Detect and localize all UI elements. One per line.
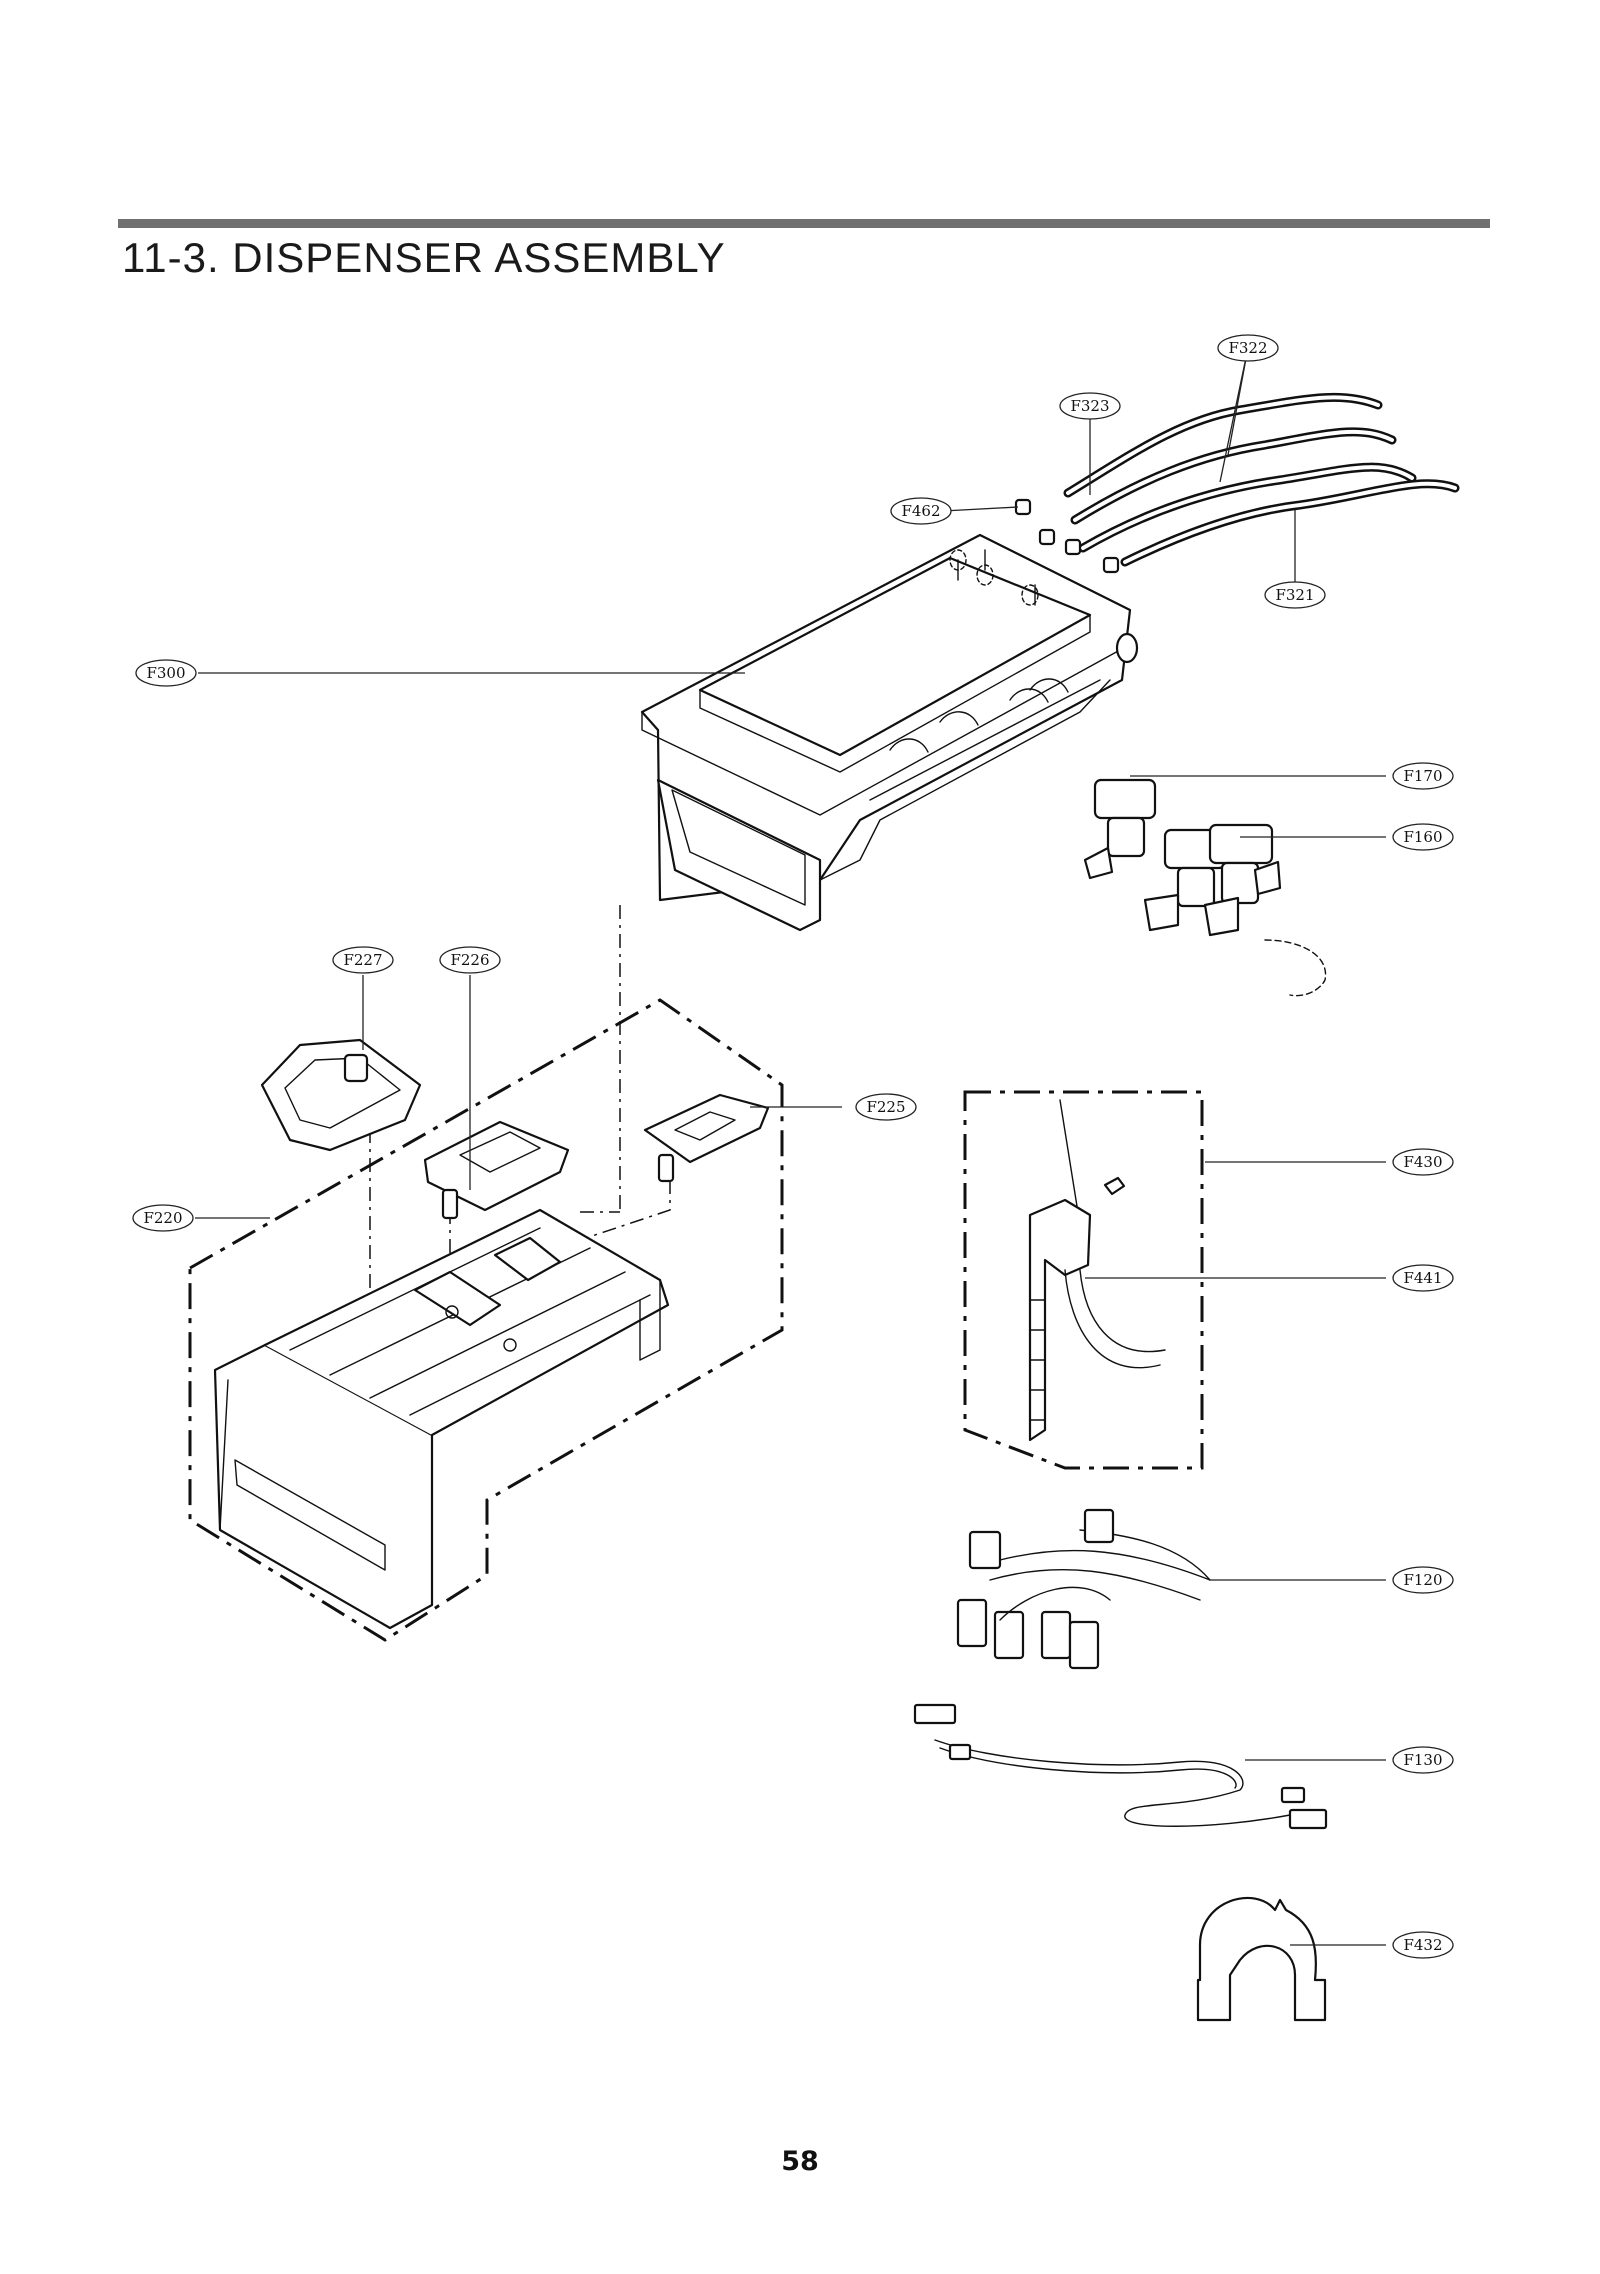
callout-f130: F130 [1392, 1746, 1454, 1774]
callout-f441: F441 [1392, 1264, 1454, 1292]
svg-text:F432: F432 [1403, 1936, 1442, 1954]
page-title: 11-3. DISPENSER ASSEMBLY [122, 234, 726, 281]
callout-f170: F170 [1392, 762, 1454, 790]
callout-f430: F430 [1392, 1148, 1454, 1176]
svg-text:F430: F430 [1403, 1153, 1442, 1171]
callout-f220: F220 [132, 1204, 194, 1232]
callout-f300: F300 [135, 659, 197, 687]
callout-f432: F432 [1392, 1931, 1454, 1959]
hose-clip [1196, 1896, 1327, 2022]
svg-text:F130: F130 [1403, 1751, 1442, 1769]
svg-text:F120: F120 [1403, 1571, 1442, 1589]
wire-harness-f120 [956, 1508, 1211, 1670]
svg-text:F220: F220 [143, 1209, 182, 1227]
svg-text:F300: F300 [146, 664, 185, 682]
svg-text:F227: F227 [343, 951, 382, 969]
svg-text:F160: F160 [1403, 828, 1442, 846]
water-valves [1083, 778, 1327, 997]
wire-harness-f130 [913, 1703, 1328, 1830]
callout-f160: F160 [1392, 823, 1454, 851]
svg-text:F322: F322 [1228, 339, 1267, 357]
svg-text:F323: F323 [1070, 397, 1109, 415]
leader-lines [195, 347, 1386, 1946]
svg-text:F462: F462 [901, 502, 940, 520]
callout-f226: F226 [439, 946, 501, 974]
svg-text:F226: F226 [450, 951, 489, 969]
dispenser-housing [640, 533, 1139, 932]
page-number: 58 [781, 2146, 819, 2177]
callout-f322: F322 [1217, 334, 1279, 362]
callout-f227: F227 [332, 946, 394, 974]
svg-text:F321: F321 [1275, 586, 1314, 604]
svg-text:F441: F441 [1403, 1269, 1442, 1287]
inlet-hoses [1014, 392, 1460, 574]
callout-f462: F462 [890, 497, 952, 525]
svg-text:F225: F225 [866, 1098, 905, 1116]
siphon-caps [260, 1038, 770, 1220]
drain-hose-detail [963, 1090, 1204, 1470]
callout-f321: F321 [1264, 581, 1326, 609]
callout-f120: F120 [1392, 1566, 1454, 1594]
detergent-drawer [213, 1208, 670, 1630]
callout-f323: F323 [1059, 392, 1121, 420]
title-rule [118, 219, 1490, 228]
callout-f225: F225 [855, 1093, 917, 1121]
svg-text:F170: F170 [1403, 767, 1442, 785]
